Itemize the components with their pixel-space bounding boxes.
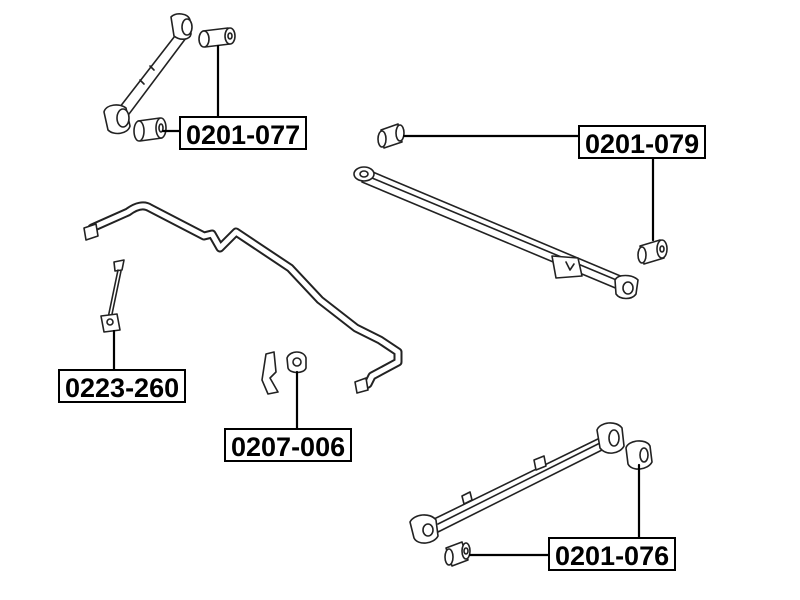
upper-link-arm bbox=[103, 13, 193, 135]
part-label-0223-260: 0223-260 bbox=[58, 369, 187, 403]
lateral-arm-lower bbox=[409, 422, 625, 544]
stabilizer-link bbox=[100, 259, 125, 333]
leader-lines bbox=[112, 44, 655, 557]
bushing-0201-079-upper bbox=[377, 123, 405, 149]
trailing-arm-right bbox=[353, 166, 639, 300]
stabilizer-bracket bbox=[261, 351, 279, 395]
part-label-0201-076: 0201-076 bbox=[548, 537, 677, 571]
bushing-0201-076-upper bbox=[625, 440, 653, 470]
bushing-0201-079-lower bbox=[637, 239, 668, 265]
part-label-0201-079: 0201-079 bbox=[578, 125, 707, 159]
part-label-0207-006: 0207-006 bbox=[224, 428, 353, 462]
bushing-0201-077-upper bbox=[198, 27, 236, 48]
bushing-0201-076-lower bbox=[444, 541, 471, 567]
stabilizer-bar bbox=[83, 201, 403, 394]
bushing-0201-077-lower bbox=[133, 117, 167, 142]
part-label-0201-077: 0201-077 bbox=[179, 116, 308, 150]
bushing-0207-006 bbox=[286, 351, 307, 374]
